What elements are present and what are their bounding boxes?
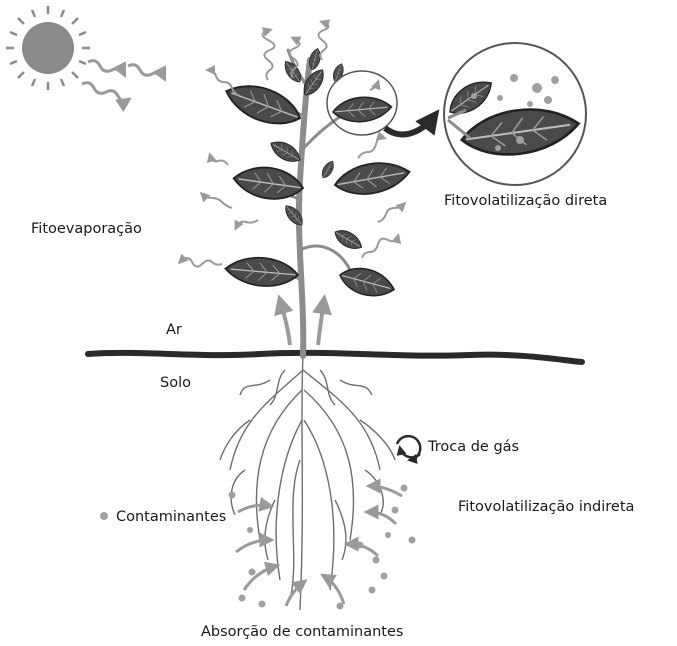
label-direct-phytovolatilization: Fitovolatilização direta [444,194,607,209]
absorption-arrows [236,486,402,606]
sun-icon [6,6,90,90]
contaminant-dots [100,485,416,610]
label-phytoevaporation: Fitoevaporação [31,222,142,237]
sunlight-arrows [82,61,164,102]
label-soil: Solo [160,376,191,391]
label-air: Ar [166,323,182,338]
label-contaminants: Contaminantes [116,510,226,525]
magnified-leaf-view [443,43,586,185]
ground-line [88,353,582,362]
label-indirect-phytovolatilization: Fitovolatilização indireta [458,500,634,515]
gas-exchange-icon [397,436,420,460]
leaves [221,47,412,302]
roots [220,355,395,610]
label-gas-exchange: Troca de gás [428,440,519,455]
label-contaminant-absorption: Absorção de contaminantes [201,625,403,640]
stem [299,60,310,356]
